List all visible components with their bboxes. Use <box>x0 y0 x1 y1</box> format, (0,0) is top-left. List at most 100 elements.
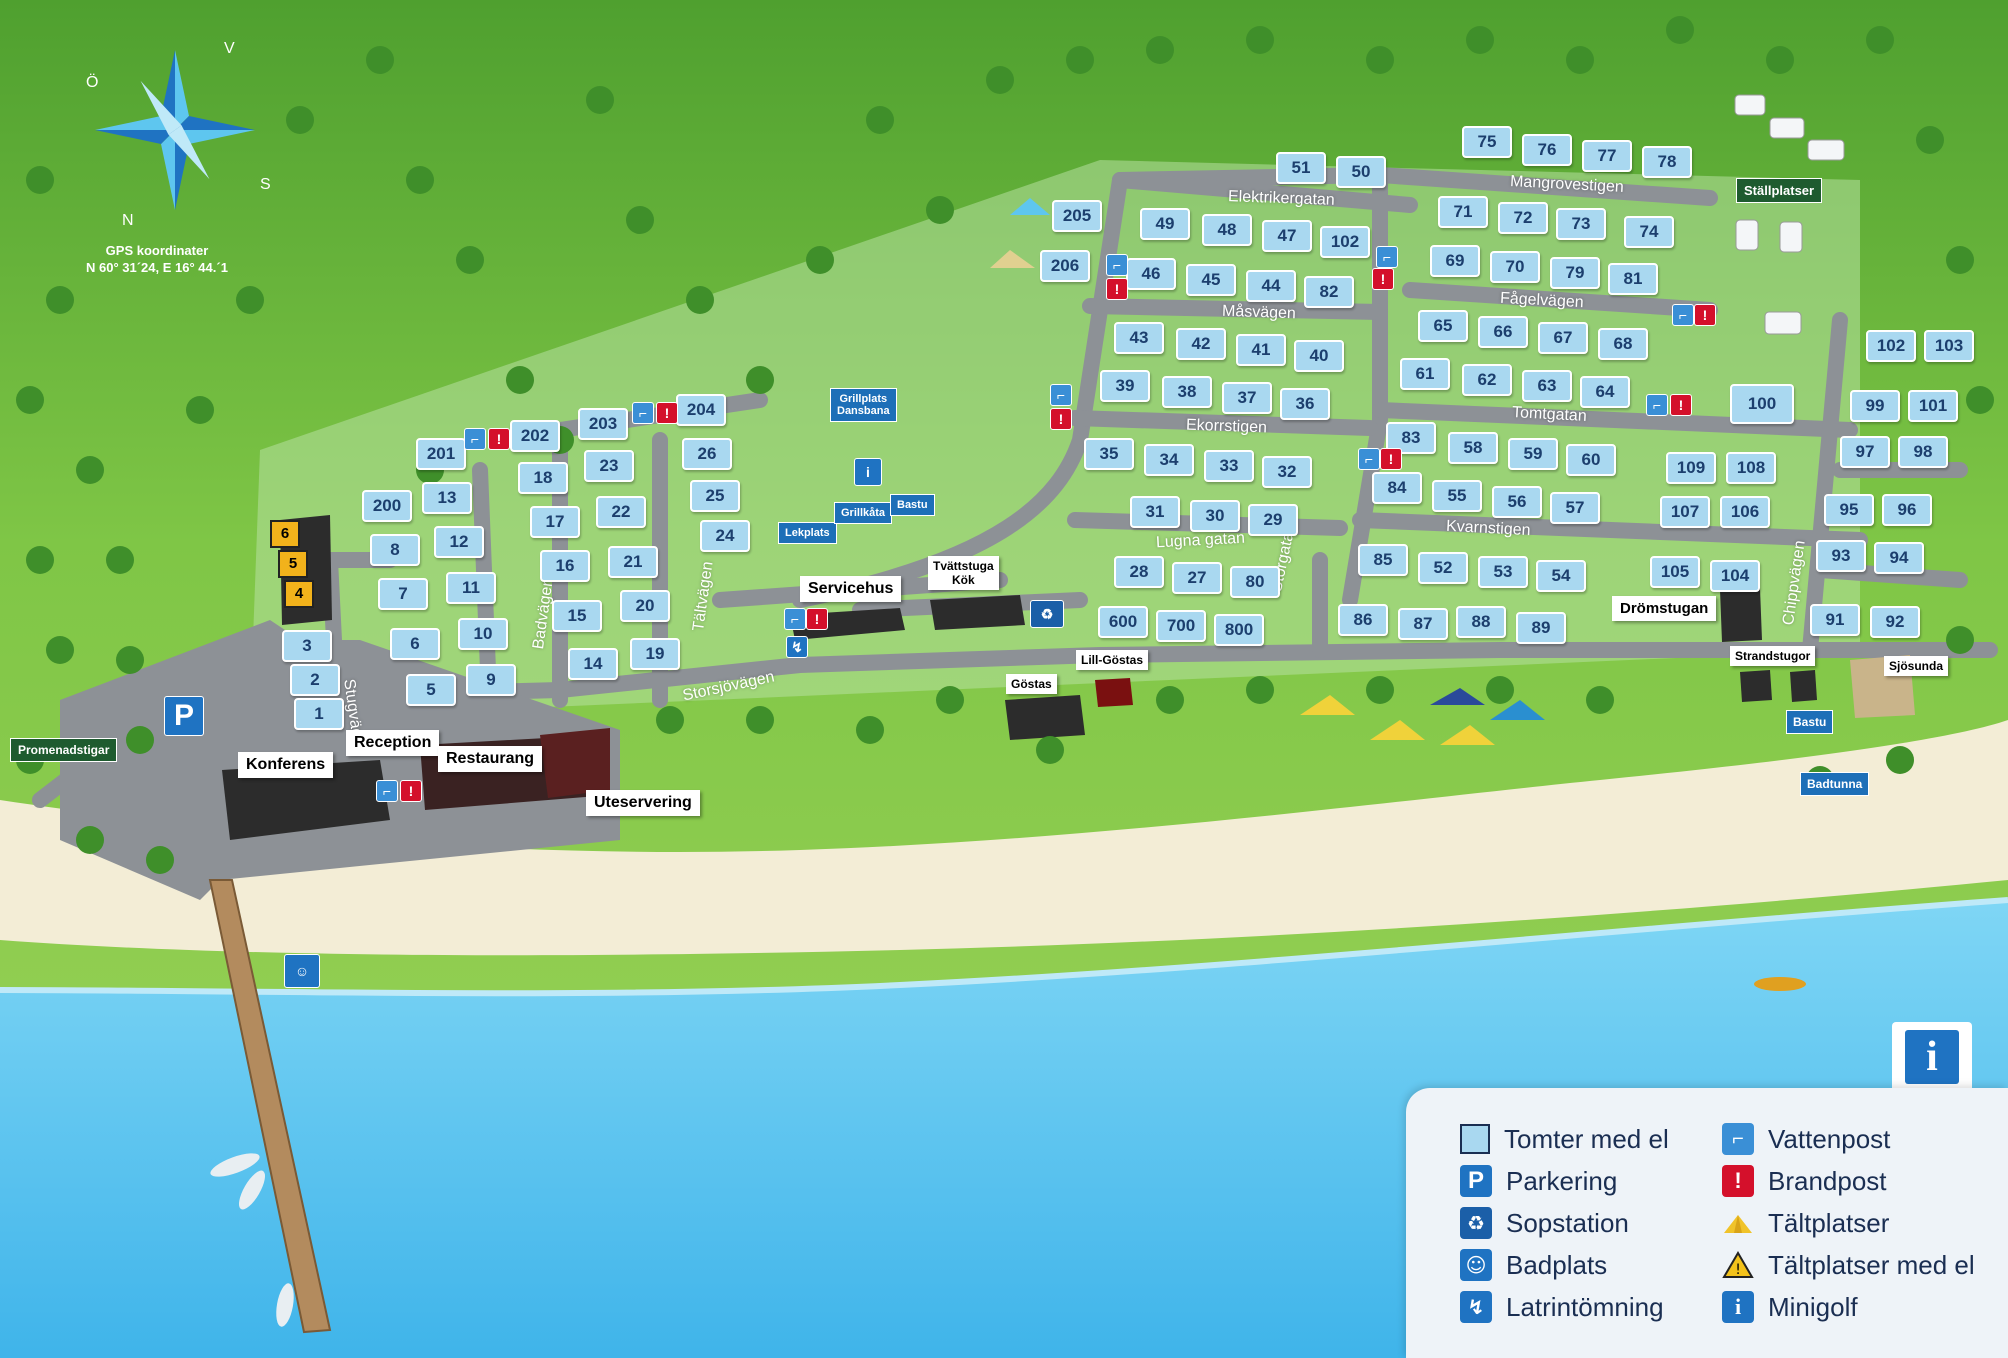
lot[interactable]: 104 <box>1710 560 1760 592</box>
lot[interactable]: 8 <box>370 534 420 566</box>
water-tap-icon[interactable]: ⌐ <box>632 402 654 424</box>
lot[interactable]: 58 <box>1448 432 1498 464</box>
lot[interactable]: 65 <box>1418 310 1468 342</box>
lot[interactable]: 109 <box>1666 452 1716 484</box>
fire-hydrant-icon[interactable]: ! <box>400 780 422 802</box>
water-tap-icon[interactable]: ⌐ <box>1106 254 1128 276</box>
lot[interactable]: 10 <box>458 618 508 650</box>
lot[interactable]: 44 <box>1246 270 1296 302</box>
lot[interactable]: 100 <box>1730 384 1794 424</box>
lot[interactable]: 23 <box>584 450 634 482</box>
water-tap-icon[interactable]: ⌐ <box>1050 384 1072 406</box>
lot[interactable]: 43 <box>1114 322 1164 354</box>
lot[interactable]: 6 <box>390 628 440 660</box>
lot[interactable]: 22 <box>596 496 646 528</box>
lot[interactable]: 19 <box>630 638 680 670</box>
lot[interactable]: 203 <box>578 408 628 440</box>
lot[interactable]: 20 <box>620 590 670 622</box>
lot[interactable]: 96 <box>1882 494 1932 526</box>
water-tap-icon[interactable]: ⌐ <box>464 428 486 450</box>
lot[interactable]: 202 <box>510 420 560 452</box>
lot[interactable]: 41 <box>1236 334 1286 366</box>
lot[interactable]: 18 <box>518 462 568 494</box>
lot[interactable]: 34 <box>1144 444 1194 476</box>
tag-grillplats[interactable]: Grillplats Dansbana <box>830 388 897 422</box>
lot[interactable]: 79 <box>1550 257 1600 289</box>
lot[interactable]: 36 <box>1280 388 1330 420</box>
lot[interactable]: 97 <box>1840 436 1890 468</box>
info-box[interactable]: i <box>1892 1022 1972 1092</box>
lot[interactable]: 94 <box>1874 542 1924 574</box>
fire-hydrant-icon[interactable]: ! <box>656 402 678 424</box>
lot[interactable]: 25 <box>690 480 740 512</box>
lot[interactable]: 54 <box>1536 560 1586 592</box>
lot[interactable]: 700 <box>1156 610 1206 642</box>
lot[interactable]: 27 <box>1172 562 1222 594</box>
lot[interactable]: 47 <box>1262 220 1312 252</box>
lot[interactable]: 98 <box>1898 436 1948 468</box>
lot[interactable]: 86 <box>1338 604 1388 636</box>
lot[interactable]: 66 <box>1478 316 1528 348</box>
callout-reception[interactable]: Reception <box>346 730 440 756</box>
lot[interactable]: 7 <box>378 578 428 610</box>
lot[interactable]: 85 <box>1358 544 1408 576</box>
fire-hydrant-icon[interactable]: ! <box>1050 408 1072 430</box>
cabin-number[interactable]: 5 <box>278 550 308 578</box>
callout-restaurang[interactable]: Restaurang <box>438 746 543 772</box>
lot[interactable]: 88 <box>1456 606 1506 638</box>
lot[interactable]: 67 <box>1538 322 1588 354</box>
lot[interactable]: 105 <box>1650 556 1700 588</box>
lot[interactable]: 72 <box>1498 202 1548 234</box>
fire-hydrant-icon[interactable]: ! <box>1670 394 1692 416</box>
lot[interactable]: 81 <box>1608 263 1658 295</box>
lot[interactable]: 1 <box>294 698 344 730</box>
callout-lill-gostas[interactable]: Lill-Göstas <box>1076 650 1149 670</box>
callout-dromstugan[interactable]: Drömstugan <box>1612 596 1717 621</box>
lot[interactable]: 12 <box>434 526 484 558</box>
tag-grillkata[interactable]: Grillkåta <box>834 502 893 524</box>
lot[interactable]: 50 <box>1336 156 1386 188</box>
lot[interactable]: 38 <box>1162 376 1212 408</box>
parking-icon[interactable]: P <box>164 696 204 736</box>
water-tap-icon[interactable]: ⌐ <box>376 780 398 802</box>
lot[interactable]: 201 <box>416 438 466 470</box>
lot[interactable]: 74 <box>1624 216 1674 248</box>
lot[interactable]: 42 <box>1176 328 1226 360</box>
lot[interactable]: 84 <box>1372 472 1422 504</box>
lot[interactable]: 80 <box>1230 566 1280 598</box>
lot[interactable]: 15 <box>552 600 602 632</box>
lot[interactable]: 73 <box>1556 208 1606 240</box>
callout-gostas[interactable]: Göstas <box>1006 674 1057 694</box>
lot[interactable]: 102 <box>1320 226 1370 258</box>
lot[interactable]: 89 <box>1516 612 1566 644</box>
water-tap-icon[interactable]: ⌐ <box>1376 246 1398 268</box>
recycling-icon[interactable]: ♻ <box>1030 600 1064 628</box>
lot[interactable]: 53 <box>1478 556 1528 588</box>
lot[interactable]: 87 <box>1398 608 1448 640</box>
lot[interactable]: 70 <box>1490 251 1540 283</box>
lot[interactable]: 21 <box>608 546 658 578</box>
lot[interactable]: 103 <box>1924 330 1974 362</box>
lot[interactable]: 52 <box>1418 552 1468 584</box>
tag-bastu[interactable]: Bastu <box>890 494 935 516</box>
lot[interactable]: 71 <box>1438 196 1488 228</box>
callout-strandstugor[interactable]: Strandstugor <box>1730 646 1816 666</box>
lot[interactable]: 33 <box>1204 450 1254 482</box>
lot[interactable]: 30 <box>1190 500 1240 532</box>
lot[interactable]: 102 <box>1866 330 1916 362</box>
lot[interactable]: 9 <box>466 664 516 696</box>
lot[interactable]: 26 <box>682 438 732 470</box>
cabin-number[interactable]: 4 <box>284 580 314 608</box>
lot[interactable]: 2 <box>290 664 340 696</box>
lot[interactable]: 93 <box>1816 540 1866 572</box>
lot[interactable]: 77 <box>1582 140 1632 172</box>
lot[interactable]: 57 <box>1550 492 1600 524</box>
lot[interactable]: 5 <box>406 674 456 706</box>
lot[interactable]: 600 <box>1098 606 1148 638</box>
lot[interactable]: 62 <box>1462 364 1512 396</box>
lot[interactable]: 82 <box>1304 276 1354 308</box>
water-tap-icon[interactable]: ⌐ <box>1646 394 1668 416</box>
lot[interactable]: 55 <box>1432 480 1482 512</box>
lot[interactable]: 40 <box>1294 340 1344 372</box>
lot[interactable]: 101 <box>1908 390 1958 422</box>
